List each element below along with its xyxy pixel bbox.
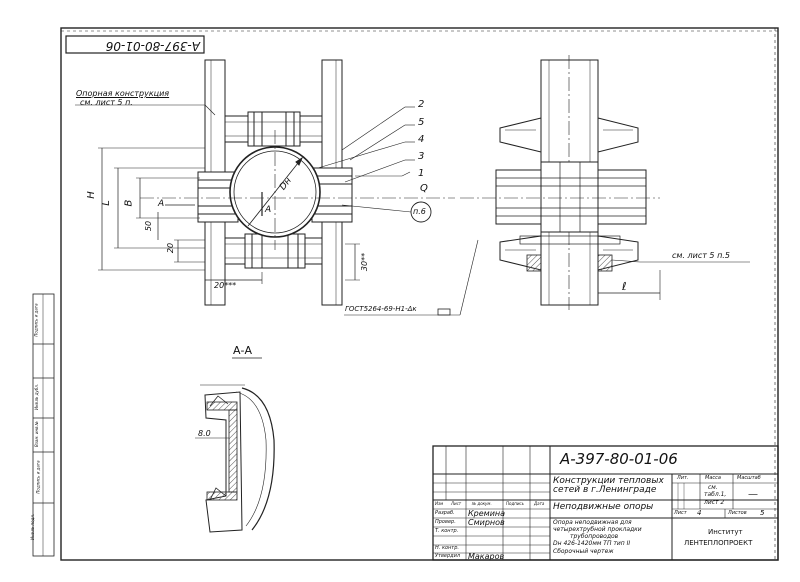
role-approve: Утвердил bbox=[435, 553, 461, 559]
side-stamp bbox=[32, 293, 55, 557]
dimension-l-right: ℓ bbox=[622, 280, 627, 293]
side-stamp-cell-4: Инв.№ дубл. bbox=[34, 383, 40, 411]
main-view-left bbox=[75, 59, 479, 316]
gost-note: ГОСТ5264-69-Н1-Δк bbox=[345, 305, 417, 313]
section-title: А-А bbox=[233, 344, 253, 357]
axis-q-label: Q bbox=[420, 183, 428, 194]
section-a-a bbox=[195, 357, 275, 533]
dimension-30: 30** bbox=[360, 252, 370, 272]
side-stamp-cell-5: Подпись и дата bbox=[33, 303, 39, 337]
name-approve: Макаров bbox=[468, 552, 505, 561]
dimension-20-bottom: 20*** bbox=[214, 281, 237, 290]
sheet-ref-line2: табл.1, bbox=[704, 491, 727, 498]
sheet-value: 4 bbox=[697, 509, 702, 517]
title-line-1: Конструкции тепловых bbox=[553, 476, 664, 486]
document-stamp: A-397-80-01-06 bbox=[105, 39, 200, 53]
role-tcontrol: Т. контр. bbox=[435, 528, 459, 534]
support-note-line1: Опорная конструкция bbox=[76, 89, 170, 98]
hdr-doc: № докум. bbox=[472, 501, 492, 506]
part-label-1: 1 bbox=[418, 168, 425, 179]
dimension-b: B bbox=[123, 199, 135, 207]
role-ncontrol: Н. контр. bbox=[435, 545, 459, 551]
side-stamp-cell-1: Инв.№ подл. bbox=[30, 513, 36, 541]
col-scale: Масштаб bbox=[737, 475, 761, 481]
dimension-80: 8.0 bbox=[198, 429, 211, 438]
col-lit: Лит. bbox=[677, 475, 689, 481]
sheets-label: Листов bbox=[728, 510, 747, 516]
doc-number: А-397-80-01-06 bbox=[560, 450, 678, 468]
dimension-h: H bbox=[85, 191, 97, 199]
desc-line-4: Dн 426-1420мм ТП тип II bbox=[553, 540, 631, 547]
col-mass: Масса bbox=[705, 475, 721, 481]
stamp-frame bbox=[65, 35, 205, 54]
side-stamp-cell-3: Взам. инв.№ bbox=[33, 421, 39, 447]
hdr-list: Лист bbox=[451, 501, 462, 506]
name-develop: Кремина bbox=[468, 509, 506, 518]
sheet-ref-line1: см. bbox=[708, 484, 718, 491]
role-develop: Разраб. bbox=[435, 510, 455, 516]
sheet-label: Лист bbox=[674, 510, 687, 516]
sheet-border bbox=[60, 27, 779, 561]
part-label-3: 3 bbox=[418, 151, 425, 162]
dimension-l: L bbox=[100, 200, 112, 206]
part-label-4: 4 bbox=[418, 134, 425, 145]
dimension-20-vertical: 20 bbox=[166, 242, 176, 254]
role-check: Провер. bbox=[435, 519, 456, 525]
desc-line-2: четырехтрубной прокладки bbox=[553, 526, 642, 533]
title-line-3: Неподвижные опоры bbox=[553, 502, 654, 512]
title-line-2: сетей в г.Ленинграде bbox=[553, 485, 657, 495]
side-stamp-cell-2: Подпись и дата bbox=[35, 460, 41, 494]
hdr-sign: Подпись bbox=[506, 501, 524, 506]
title-block bbox=[432, 445, 779, 561]
support-note-line2: см. лист 5 п. bbox=[80, 98, 133, 107]
section-mark-a-left: A bbox=[158, 199, 165, 209]
desc-line-3: трубопроводов bbox=[570, 533, 619, 540]
right-note: см. лист 5 п.5 bbox=[672, 251, 730, 260]
part-label-2: 2 bbox=[418, 99, 425, 110]
desc-line-1: Опора неподвижная для bbox=[553, 519, 632, 526]
hdr-izm: Изм bbox=[435, 501, 444, 506]
callout-p6: п.6 bbox=[413, 207, 426, 216]
dimension-50: 50 bbox=[144, 220, 154, 232]
institute-line-2: ЛЕНТЕПЛОПРОЕКТ bbox=[684, 539, 753, 547]
part-label-5: 5 bbox=[418, 117, 425, 128]
mass-dash: — bbox=[748, 489, 758, 500]
hdr-date: Дата bbox=[534, 501, 545, 506]
sheet-ref-line3: лист 2 bbox=[704, 499, 725, 506]
name-check: Смирнов bbox=[468, 518, 505, 527]
institute-line-1: Институт bbox=[708, 528, 743, 536]
sheets-value: 5 bbox=[760, 509, 765, 517]
section-mark-a-right: A bbox=[265, 205, 272, 215]
desc-line-5: Сборочный чертеж bbox=[553, 548, 614, 555]
side-view-right bbox=[460, 55, 750, 310]
